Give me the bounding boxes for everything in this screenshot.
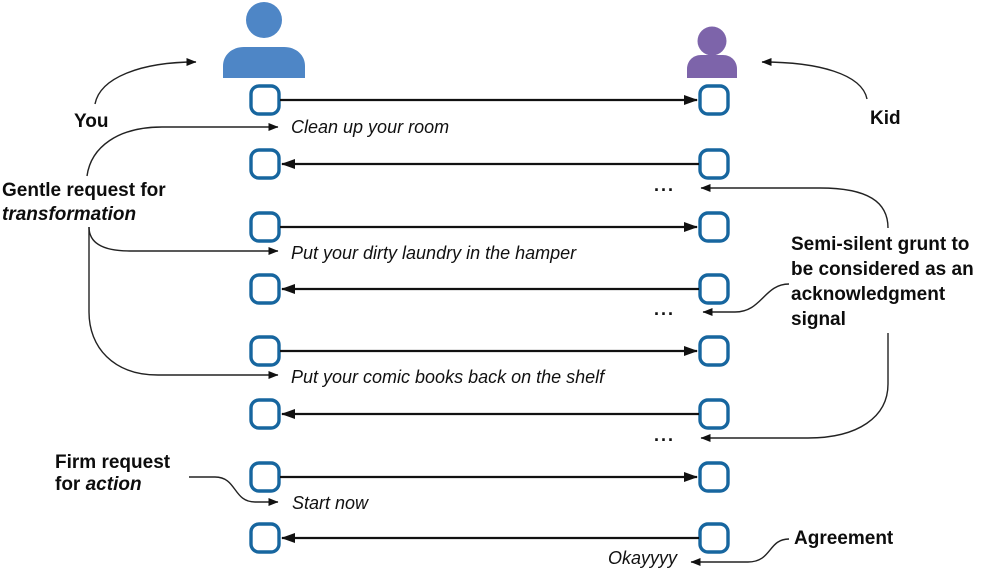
annotation-connector — [88, 227, 279, 379]
annotation-line: acknowledgment — [791, 284, 946, 305]
response-dots: ... — [654, 299, 676, 319]
you-person-icon — [223, 2, 305, 78]
message-label: Clean up your room — [291, 117, 450, 137]
annotation-connector — [700, 333, 889, 442]
message-port — [249, 148, 281, 180]
annotation-line: transformation — [2, 204, 137, 225]
message-port — [698, 335, 730, 367]
message-port — [698, 461, 730, 493]
message-port — [249, 522, 281, 554]
message-port — [698, 398, 730, 430]
message-port — [249, 273, 281, 305]
annotation-line: signal — [791, 309, 846, 330]
annotation-gentle-request: Gentle request for transformation — [2, 179, 166, 227]
message-label: Put your comic books back on the shelf — [291, 367, 605, 387]
annotation-connector — [189, 476, 279, 506]
response-dots: ... — [654, 425, 676, 445]
message-port — [698, 211, 730, 243]
annotation-agreement: Agreement — [794, 528, 894, 549]
message-port — [249, 335, 281, 367]
message-label: Start now — [292, 493, 369, 513]
annotation-line: be considered as an — [791, 259, 974, 280]
message-port — [698, 273, 730, 305]
annotation-connector — [700, 184, 889, 229]
response-dots: ... — [654, 175, 676, 195]
message-port — [698, 522, 730, 554]
kid-person-icon — [687, 26, 737, 78]
message-port — [249, 211, 281, 243]
annotation-firm-request: Firm request for action — [55, 452, 170, 496]
message-port — [249, 84, 281, 116]
actor-label-kid: Kid — [870, 108, 901, 129]
actor-label-you: You — [74, 111, 109, 132]
message-port — [249, 398, 281, 430]
annotation-semi-silent-grunt: Semi-silent grunt to be considered as an… — [791, 232, 974, 332]
annotation-connector — [690, 538, 790, 566]
message-label: Put your dirty laundry in the hamper — [291, 243, 577, 263]
annotation-connector — [86, 123, 279, 177]
message-port — [698, 148, 730, 180]
annotation-connector — [761, 58, 868, 100]
annotation-line: Semi-silent grunt to — [791, 234, 970, 255]
annotation-line: Gentle request for — [2, 180, 166, 201]
message-label: Okayyyy — [607, 548, 677, 568]
annotation-connector — [94, 58, 197, 105]
annotation-line: Firm request — [55, 452, 171, 473]
annotation-connector — [702, 283, 790, 316]
annotation-line: for action — [55, 474, 142, 495]
message-port — [249, 461, 281, 493]
message-port — [698, 84, 730, 116]
